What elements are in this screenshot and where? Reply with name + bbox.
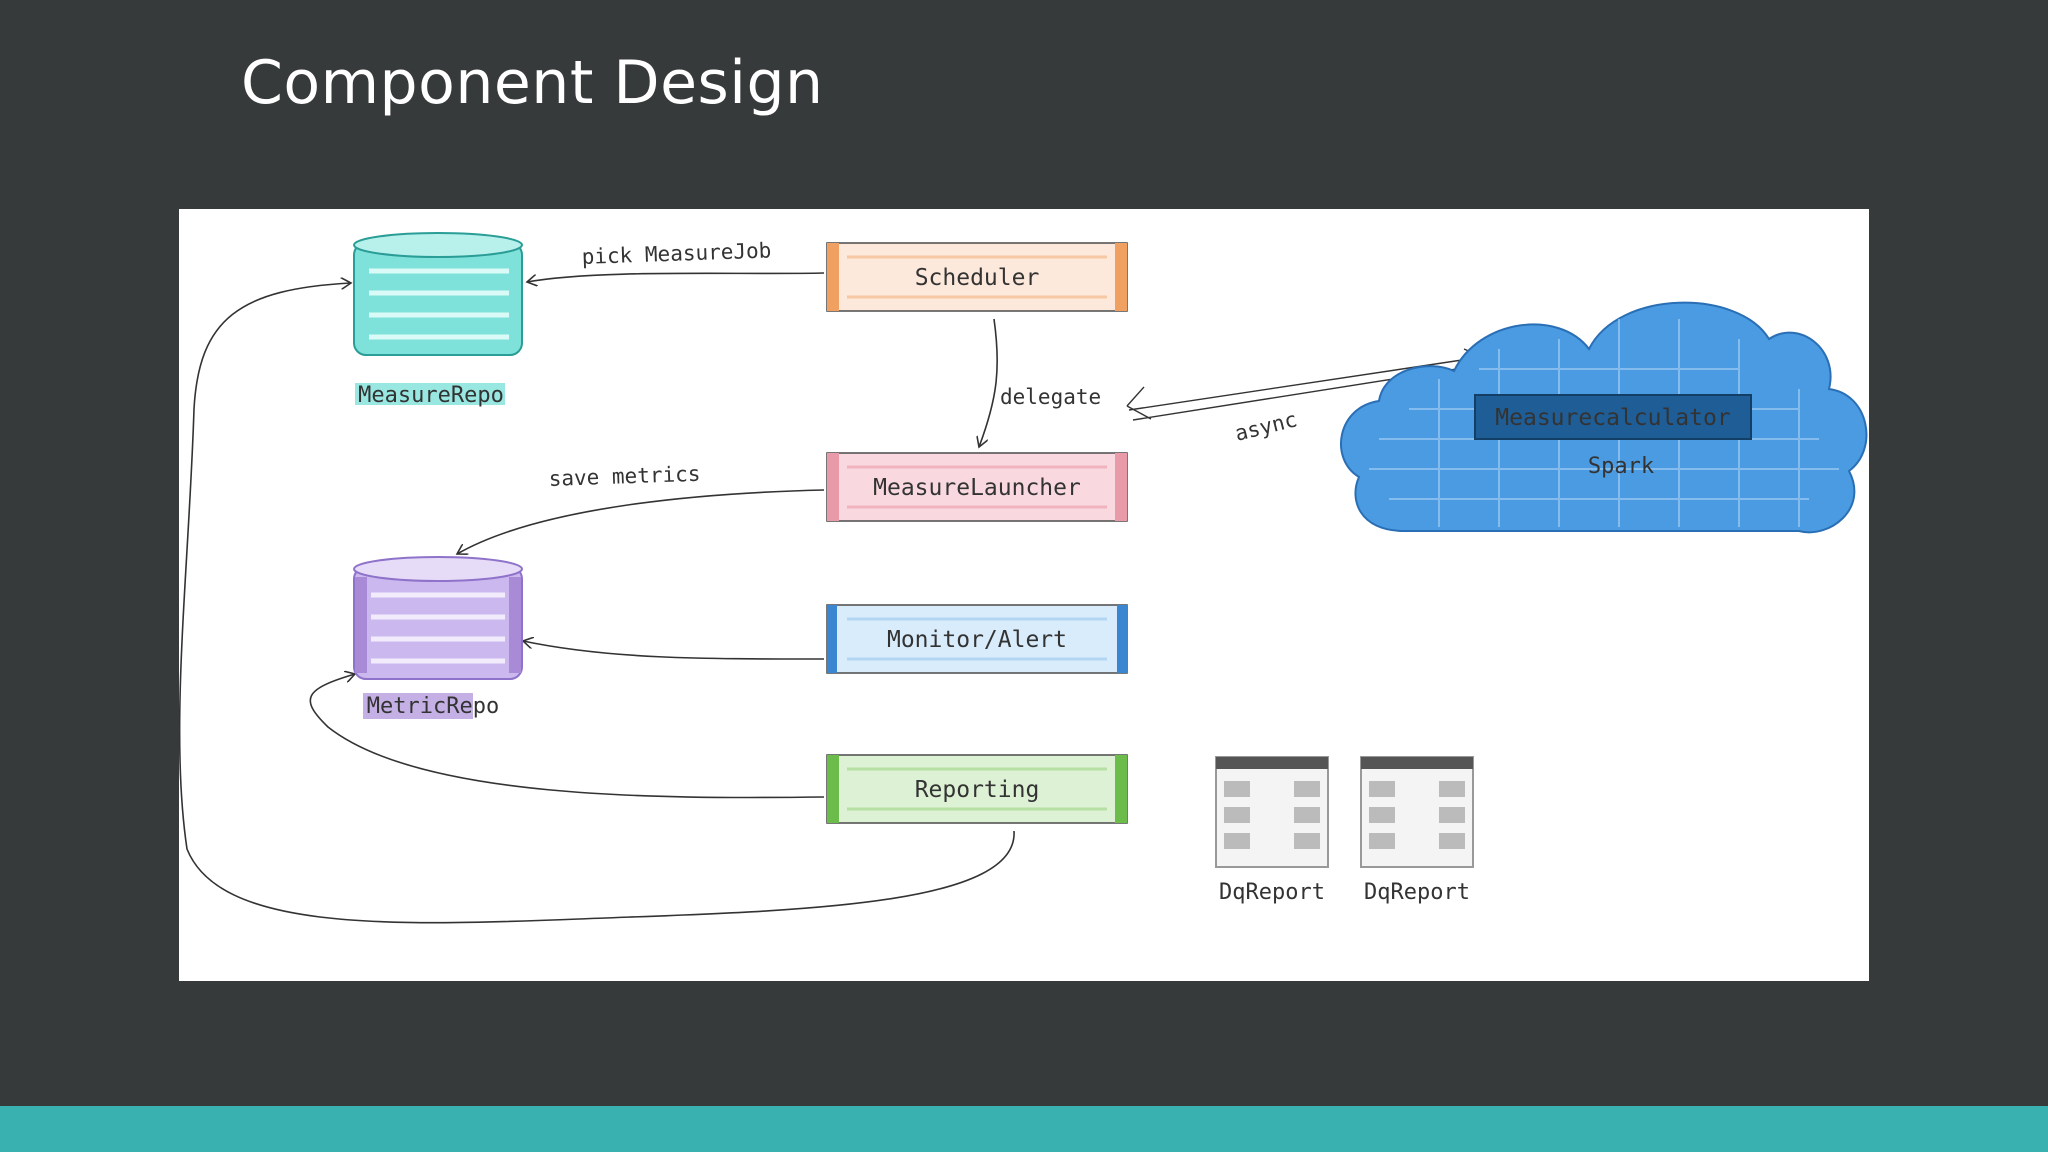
scheduler-label: Scheduler xyxy=(915,265,1040,291)
diagram-canvas: pick MeasureJob delegate async save metr… xyxy=(179,232,1868,924)
metric-repo-label: MetricRepo xyxy=(367,694,499,719)
edge-reporting-to-metricrepo xyxy=(309,674,825,799)
monitor-alert-label: Monitor/Alert xyxy=(887,627,1067,653)
dq-report-2-label: DqReport xyxy=(1364,880,1470,905)
edge-label-delegate: delegate xyxy=(1000,385,1101,409)
measure-launcher-component[interactable]: MeasureLauncher xyxy=(826,452,1128,522)
edge-pick-measurejob xyxy=(527,272,825,282)
edge-label-pick: pick MeasureJob xyxy=(581,238,771,269)
measure-launcher-label: MeasureLauncher xyxy=(873,475,1081,501)
reporting-component[interactable]: Reporting xyxy=(826,754,1128,824)
metric-repo[interactable]: MetricRepo xyxy=(353,556,523,719)
edge-label-save: save metrics xyxy=(548,462,700,491)
reporting-label: Reporting xyxy=(915,777,1040,803)
spark-label: Spark xyxy=(1588,454,1654,479)
edge-save-metrics xyxy=(457,489,825,554)
scheduler-component[interactable]: Scheduler xyxy=(826,242,1128,312)
edge-delegate xyxy=(979,318,999,447)
spark-cloud[interactable]: Measurecalculator Spark xyxy=(1340,301,1868,534)
edge-label-async: async xyxy=(1232,407,1299,446)
dq-report-1[interactable]: DqReport xyxy=(1215,756,1329,905)
edge-reporting-to-measurerepo xyxy=(179,283,1015,924)
edge-monitor-to-metricrepo xyxy=(523,641,825,660)
measure-repo-label: MeasureRepo xyxy=(358,383,504,408)
dq-report-1-label: DqReport xyxy=(1219,880,1325,905)
monitor-alert-component[interactable]: Monitor/Alert xyxy=(826,604,1128,674)
measure-repo[interactable]: MeasureRepo xyxy=(353,232,523,408)
footer-accent-bar xyxy=(0,1106,2048,1152)
dq-report-2[interactable]: DqReport xyxy=(1360,756,1474,905)
component-diagram: pick MeasureJob delegate async save metr… xyxy=(179,209,1869,981)
calculator-label: Measurecalculator xyxy=(1495,405,1730,431)
slide-title: Component Design xyxy=(241,48,824,118)
